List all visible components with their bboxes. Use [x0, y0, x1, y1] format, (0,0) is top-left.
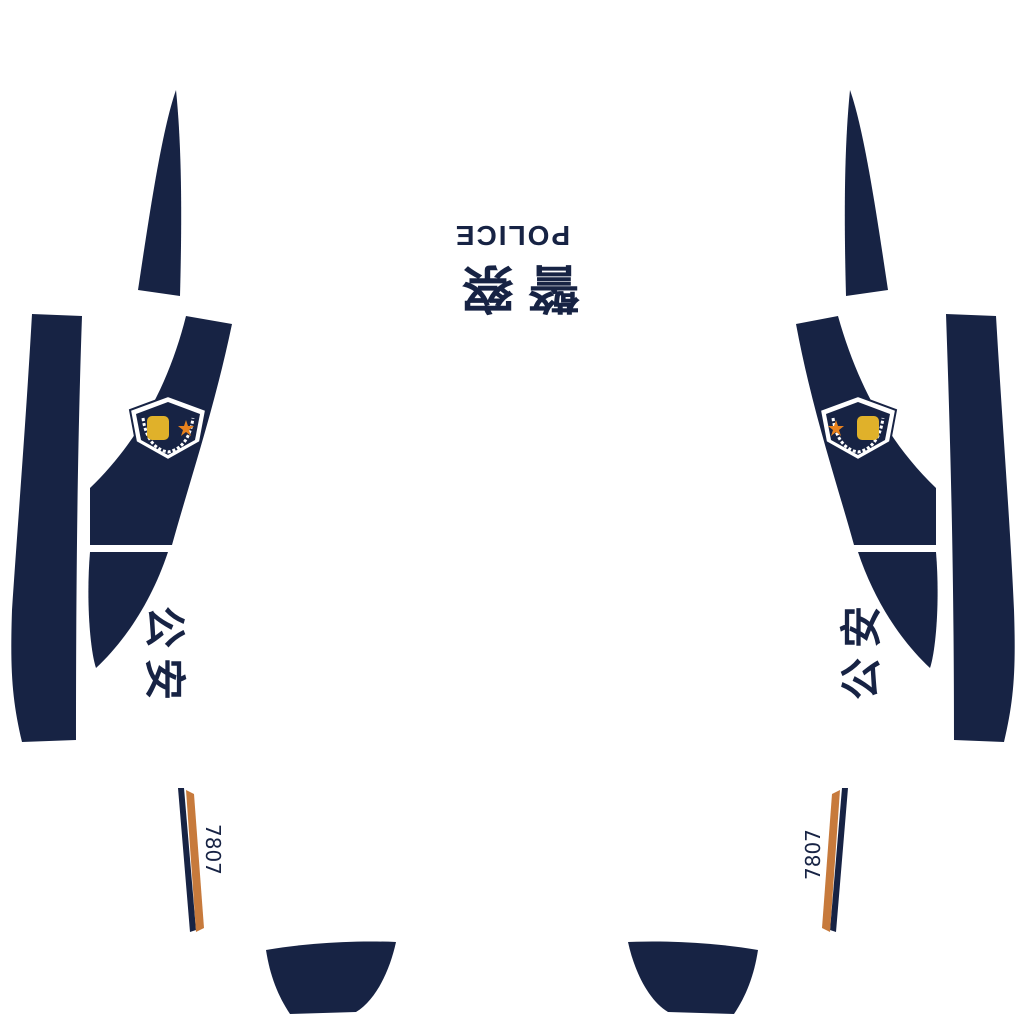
left-a-pillar — [138, 90, 182, 296]
police-badge-icon — [128, 394, 208, 462]
roof-text-en: POLICE — [454, 220, 570, 251]
right-side-skirt — [946, 314, 1015, 742]
left-rear-door-panel — [88, 552, 168, 668]
police-badge-icon — [818, 394, 898, 462]
left-bumper-panel — [266, 941, 396, 1014]
left-trim-stripe-orange — [186, 790, 204, 932]
right-bumper-panel — [628, 941, 758, 1014]
left-side-skirt — [11, 314, 82, 742]
right-a-pillar — [844, 90, 888, 296]
right-unit-number: 7807 — [801, 829, 825, 880]
left-trim-stripe-navy — [178, 788, 196, 932]
right-door-text: 公安 — [837, 596, 886, 700]
right-trim-stripe-navy — [830, 788, 848, 932]
roof-text-cn: 警察 — [448, 257, 580, 317]
right-trim-stripe-orange — [822, 790, 840, 932]
left-unit-number: 7807 — [201, 824, 225, 875]
left-door-text: 公安 — [140, 606, 189, 710]
right-rear-door-panel — [858, 552, 938, 668]
